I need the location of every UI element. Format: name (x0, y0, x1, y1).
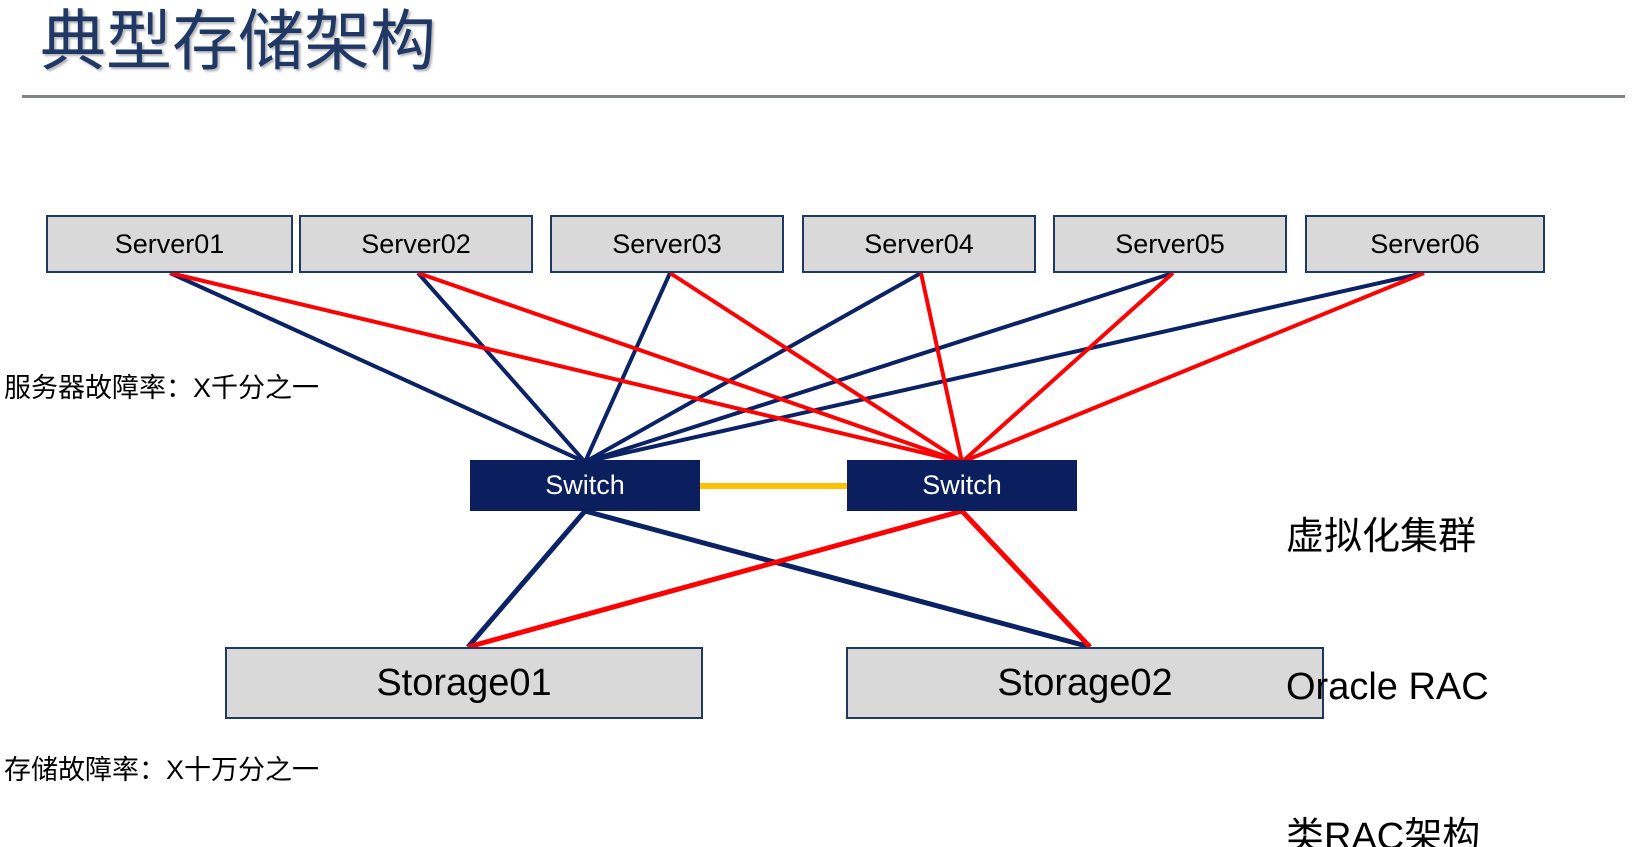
link-server-to-switch-b (417, 271, 963, 464)
link-server-to-switch-a (584, 271, 1425, 464)
storage-node-1-label: Storage01 (376, 661, 552, 704)
server-node-2-label: Server02 (361, 228, 471, 259)
link-switch-to-storage (960, 509, 1092, 649)
switch-node-2-label: Switch (922, 470, 1002, 500)
storage-node-2-label: Storage02 (997, 661, 1173, 704)
cluster-note-line-2: Oracle RAC (1286, 666, 1489, 708)
link-server-to-switch-a (583, 272, 672, 463)
server-node-2[interactable]: Server02 (299, 215, 533, 273)
server-node-3[interactable]: Server03 (550, 215, 784, 273)
switch-node-1[interactable]: Switch (470, 460, 700, 511)
link-server-to-switch-b (919, 272, 964, 463)
server-node-3-label: Server03 (612, 228, 722, 259)
link-server-to-switch-a (416, 271, 587, 464)
link-server-to-switch-a (584, 271, 1174, 464)
link-server-to-switch-a (169, 271, 586, 464)
link-server-to-switch-b (169, 271, 963, 464)
server-failure-rate-label: 服务器故障率：X千分之一 (4, 373, 320, 403)
title-divider (22, 95, 1625, 98)
server-node-4[interactable]: Server04 (802, 215, 1036, 273)
server-node-6-label: Server06 (1370, 228, 1480, 259)
link-server-to-switch-a (584, 271, 922, 464)
storage-node-1[interactable]: Storage01 (225, 647, 703, 719)
storage-node-2[interactable]: Storage02 (846, 647, 1324, 719)
cluster-note-line-1: 虚拟化集群 (1286, 516, 1477, 558)
switch-node-1-label: Switch (545, 470, 625, 500)
link-switch-to-storage (467, 508, 963, 650)
server-node-5[interactable]: Server05 (1053, 215, 1287, 273)
server-node-6[interactable]: Server06 (1305, 215, 1545, 273)
server-node-1-label: Server01 (114, 228, 225, 259)
switch-node-2[interactable]: Switch (847, 460, 1077, 511)
server-node-4-label: Server04 (864, 228, 974, 259)
page-title: 典型存储架构 (40, 4, 436, 78)
server-node-1[interactable]: Server01 (46, 215, 293, 273)
link-server-to-switch-b (668, 271, 964, 464)
server-node-5-label: Server05 (1115, 228, 1225, 259)
link-switch-to-storage (466, 509, 587, 649)
link-server-to-switch-b (960, 271, 1175, 464)
storage-failure-rate-label: 存储故障率：X十万分之一 (4, 755, 320, 785)
cluster-note: 虚拟化集群 Oracle RAC 类RAC架构 (1286, 412, 1489, 847)
link-switch-to-storage (584, 508, 1091, 650)
cluster-note-line-3: 类RAC架构 (1286, 816, 1481, 847)
link-server-to-switch-b (961, 271, 1425, 464)
